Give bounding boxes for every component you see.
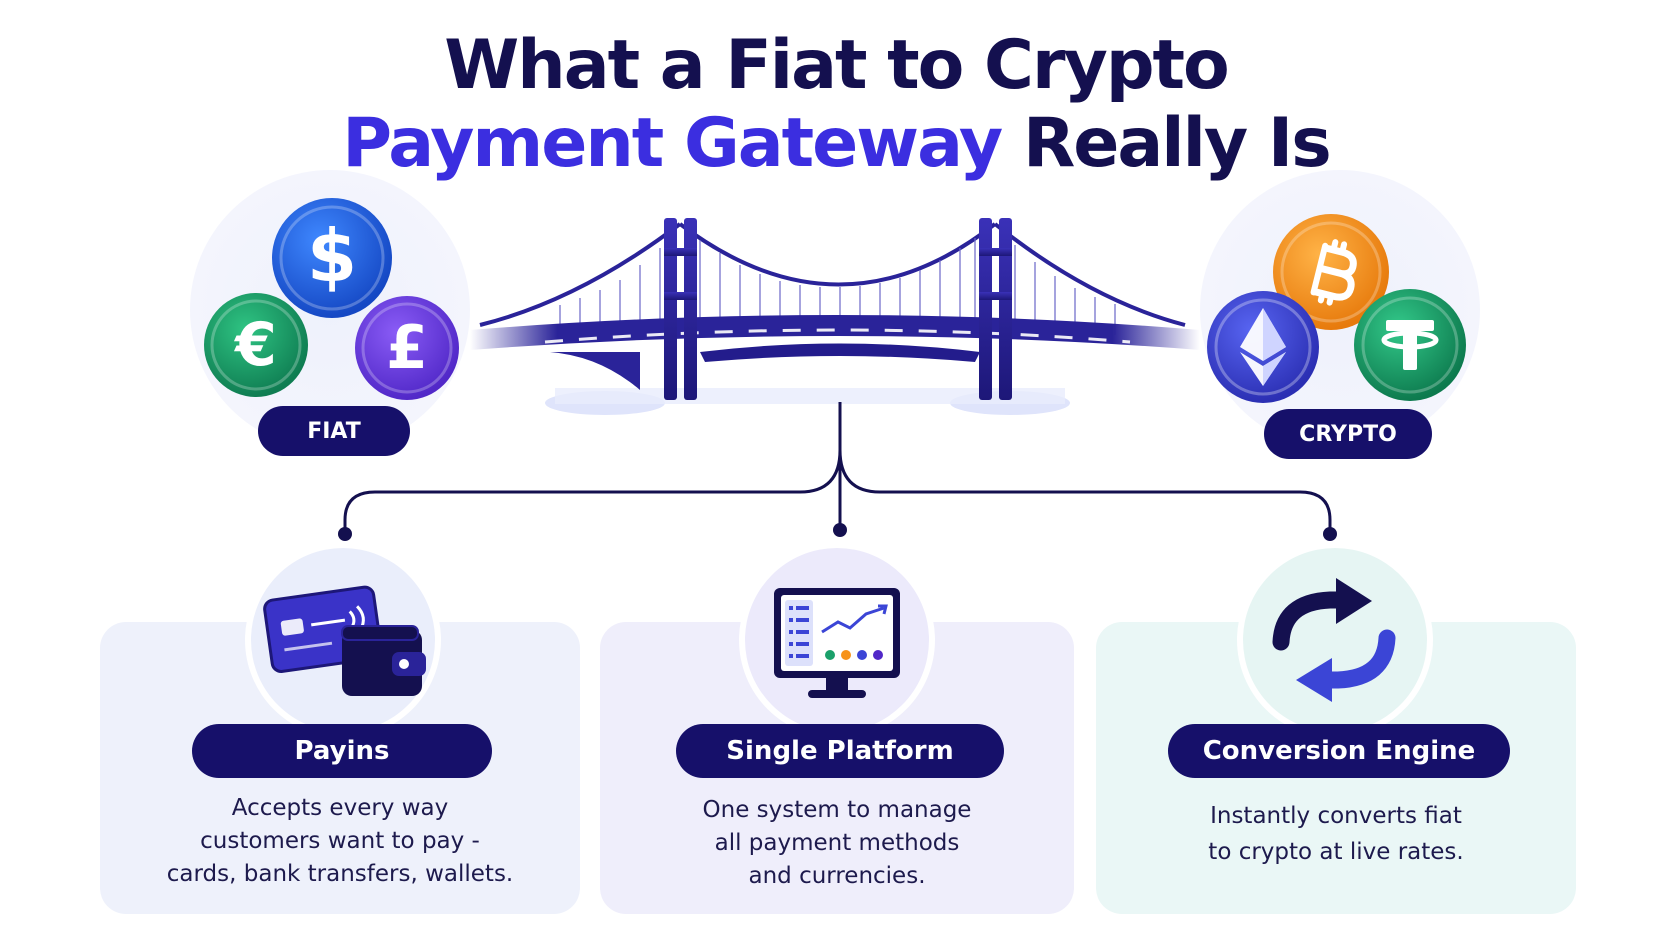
connector-lines xyxy=(343,402,1332,532)
desc-line: customers want to pay - xyxy=(200,828,480,854)
desc-line: Instantly converts fiat xyxy=(1210,803,1462,829)
title-rest: Really Is xyxy=(1022,104,1332,183)
desc-line: all payment methods xyxy=(714,830,960,856)
euro-symbol: € xyxy=(235,310,277,380)
fiat-label: FIAT xyxy=(258,406,410,456)
title-line-1: What a Fiat to Crypto xyxy=(444,26,1229,105)
feature-title-payins: Payins xyxy=(192,724,492,778)
feature-desc-single-platform: One system to manage all payment methods… xyxy=(610,794,1064,893)
title-accent: Payment Gateway xyxy=(342,104,1003,183)
crypto-label: CRYPTO xyxy=(1264,409,1432,459)
pound-coin-icon xyxy=(355,296,459,400)
feature-desc-payins: Accepts every way customers want to pay … xyxy=(110,792,570,891)
bridge-icon xyxy=(470,218,1200,415)
feature-title-single-platform: Single Platform xyxy=(676,724,1004,778)
feature-title-conversion-engine: Conversion Engine xyxy=(1168,724,1510,778)
tether-icon xyxy=(1354,289,1466,401)
feature-desc-conversion-engine: Instantly converts fiat to crypto at liv… xyxy=(1106,798,1566,870)
desc-line: Accepts every way xyxy=(231,795,449,821)
ethereum-icon xyxy=(1207,291,1319,403)
card-wallet-icon xyxy=(263,585,426,696)
desc-line: cards, bank transfers, wallets. xyxy=(166,861,514,887)
bitcoin-icon xyxy=(1273,214,1389,330)
monitor-dashboard-icon xyxy=(774,588,900,698)
title-line-2: Payment Gateway Really Is xyxy=(0,104,1672,183)
dollar-symbol: $ xyxy=(306,214,358,298)
pound-symbol: £ xyxy=(386,313,428,383)
desc-line: One system to manage xyxy=(702,797,972,823)
connector-dots xyxy=(338,523,1337,541)
euro-coin-icon xyxy=(204,293,308,397)
desc-line: to crypto at live rates. xyxy=(1208,839,1464,865)
dollar-coin-icon xyxy=(272,198,392,318)
refresh-arrows-icon xyxy=(1272,578,1396,702)
desc-line: and currencies. xyxy=(748,863,926,889)
